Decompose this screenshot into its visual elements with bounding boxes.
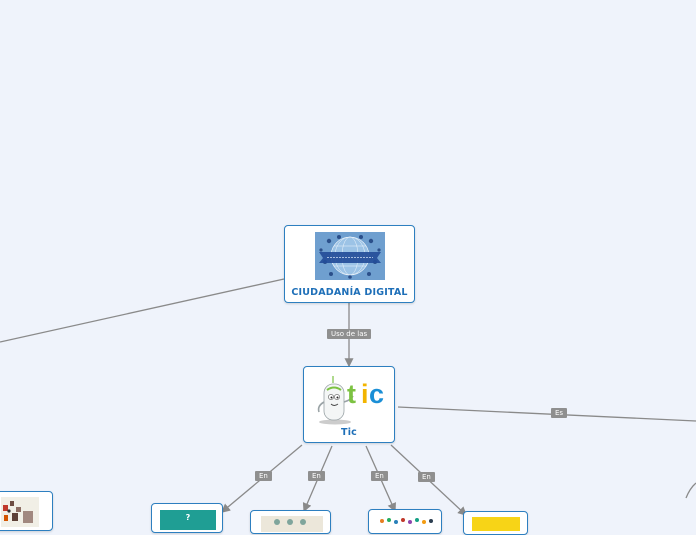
connector-es — [397, 406, 696, 422]
edge-label-uso: Uso de las — [327, 329, 372, 339]
connector-right-bottom — [685, 482, 696, 499]
tic-label: Tic — [341, 427, 357, 438]
child-2-image — [261, 516, 323, 532]
child-3-image — [380, 518, 433, 524]
child-1-image: ? — [160, 510, 216, 530]
connector-left — [0, 278, 285, 343]
child-node-1[interactable]: ? — [151, 503, 223, 533]
edge-label-en-4: En — [418, 472, 435, 482]
edge-label-es: Es — [551, 408, 568, 418]
child-node-2[interactable] — [250, 510, 331, 534]
collage-image — [1, 497, 39, 527]
child-4-image — [472, 517, 520, 531]
child-node-4[interactable] — [463, 511, 528, 535]
tic-logo-image: t i c — [317, 376, 384, 425]
central-topic-node[interactable]: CIUDADANÍA DIGITAL — [284, 225, 415, 303]
svg-text:t: t — [347, 379, 356, 409]
child-node-3[interactable] — [368, 509, 442, 534]
svg-text:i: i — [361, 379, 369, 409]
svg-text:c: c — [369, 379, 384, 409]
central-topic-label: CIUDADANÍA DIGITAL — [291, 287, 408, 298]
edge-label-en-2: En — [308, 471, 325, 481]
tic-node[interactable]: t i c Tic — [303, 366, 395, 443]
svg-text:?: ? — [186, 513, 191, 522]
left-child-node[interactable] — [0, 491, 53, 531]
globe-network-image — [315, 232, 385, 280]
edge-label-en-1: En — [255, 471, 272, 481]
edge-label-en-3: En — [371, 471, 388, 481]
